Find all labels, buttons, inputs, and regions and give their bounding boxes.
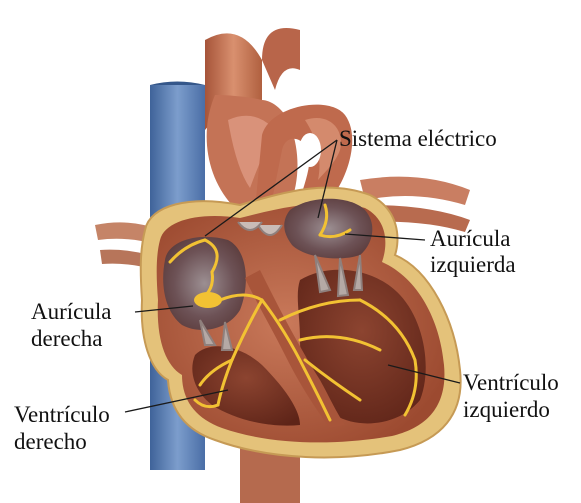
label-right-atrium-line1: Aurícula [31, 299, 111, 324]
label-left-ventricle-line1: Ventrículo [463, 370, 559, 395]
label-right-atrium-line2: derecha [31, 326, 103, 351]
label-right-ventricle-line2: derecho [14, 429, 87, 454]
label-right-ventricle-line1: Ventrículo [14, 402, 110, 427]
label-left-atrium-line1: Aurícula [430, 226, 510, 251]
label-left-ventricle-line2: izquierdo [463, 397, 550, 422]
right-atrium-chamber [163, 237, 246, 330]
label-electrical-system: Sistema eléctrico [339, 126, 497, 151]
label-left-atrium-line2: izquierda [430, 252, 516, 277]
